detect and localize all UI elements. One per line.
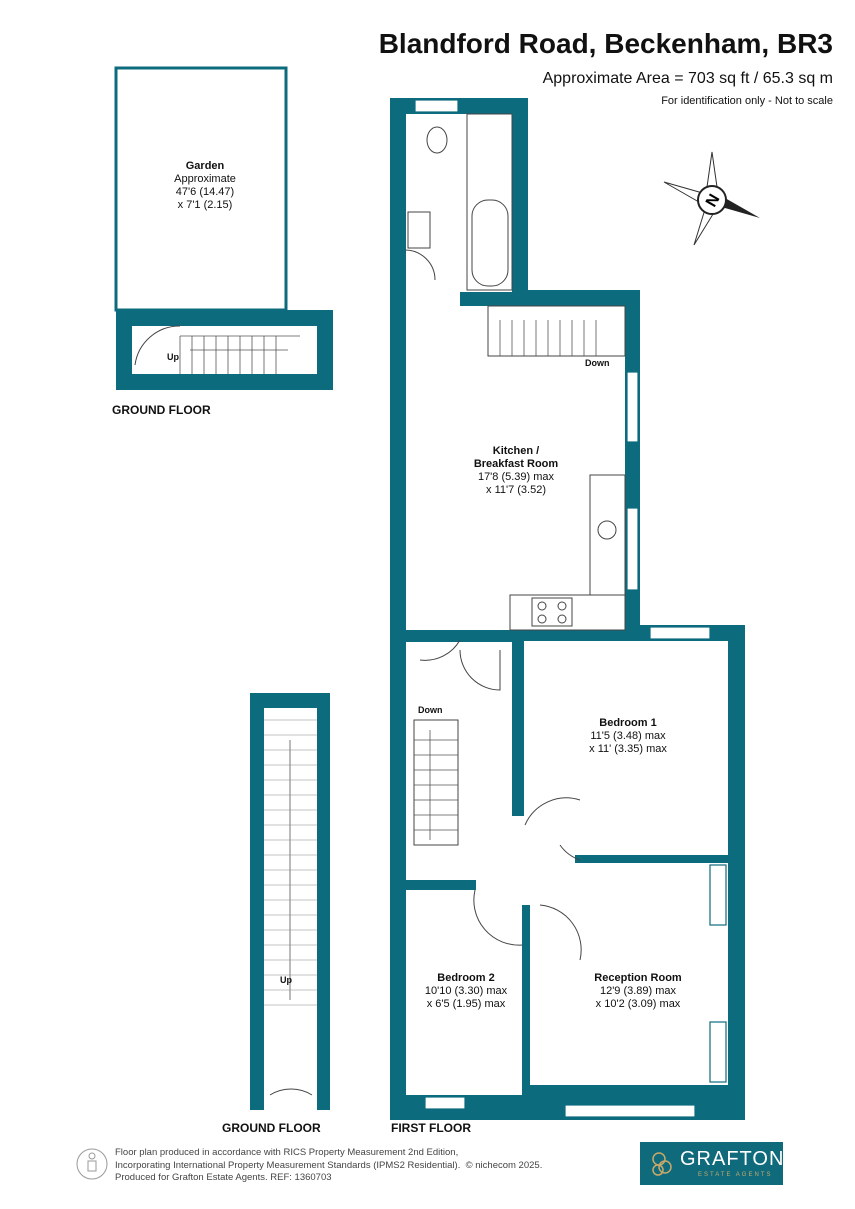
floor-label: FIRST FLOOR <box>391 1121 471 1135</box>
footer-line: Incorporating International Property Mea… <box>115 1159 543 1171</box>
fixtures <box>114 66 626 1096</box>
floor-label: GROUND FLOOR <box>222 1121 321 1135</box>
footer-text: Floor plan produced in accordance with R… <box>115 1147 542 1185</box>
footer-line: Produced for Grafton Estate Agents. REF:… <box>115 1172 332 1183</box>
stair-label: Down <box>418 705 443 715</box>
room-interiors <box>132 114 728 1110</box>
logo-name: GRAFTON <box>680 1148 785 1170</box>
stair-label: Up <box>167 352 179 362</box>
area-text: Approximate Area = 703 sq ft / 65.3 sq m <box>542 70 833 87</box>
floor-label: GROUND FLOOR <box>112 403 211 417</box>
page-title: Blandford Road, Beckenham, BR3 <box>378 28 833 59</box>
ground-stair-treads <box>264 719 317 1006</box>
logo-mark-icon <box>652 1152 672 1176</box>
stair-label: Up <box>280 975 292 985</box>
stair-label: Down <box>585 358 610 368</box>
footer-line: Floor plan produced in accordance with R… <box>115 1147 459 1158</box>
grafton-logo: GRAFTON ESTATE AGENTS <box>640 1142 783 1185</box>
person-icon <box>76 1148 108 1180</box>
windows <box>414 99 727 1118</box>
compass-icon: N <box>663 151 760 246</box>
disclaimer: For identification only - Not to scale <box>661 95 833 107</box>
logo-tagline: ESTATE AGENTS <box>698 1172 773 1178</box>
stair-treads <box>179 320 597 1000</box>
